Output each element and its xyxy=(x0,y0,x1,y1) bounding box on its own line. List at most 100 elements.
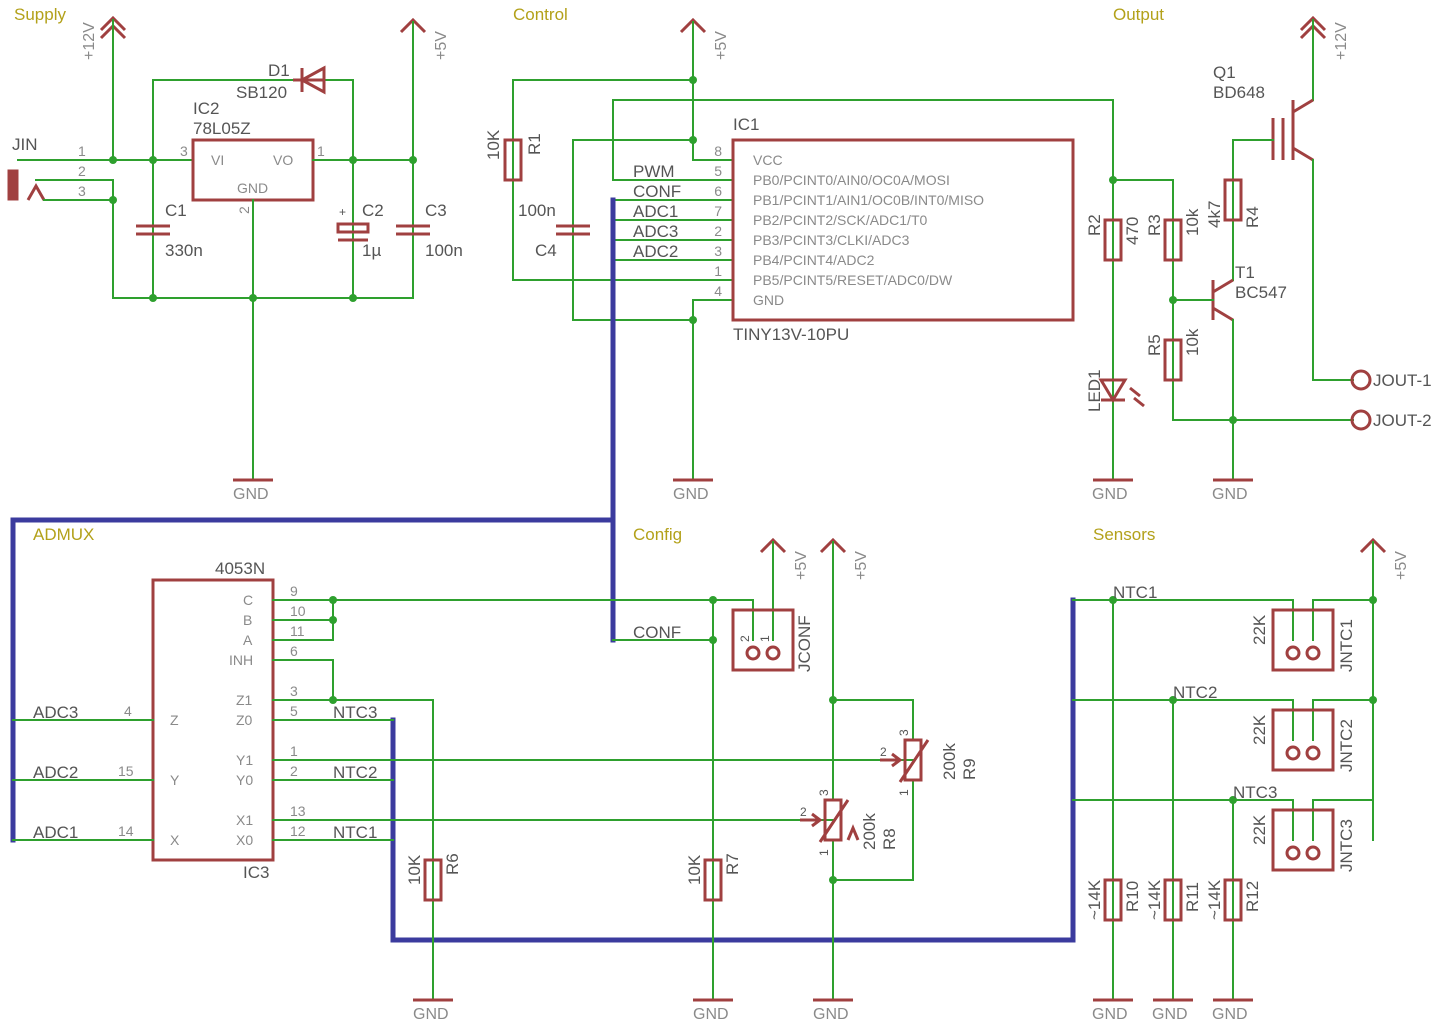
svg-text:9: 9 xyxy=(290,583,298,599)
diode-d1: D1 SB120 xyxy=(236,61,326,102)
svg-text:Y: Y xyxy=(170,772,180,788)
svg-text:5: 5 xyxy=(714,163,722,179)
svg-text:R1: R1 xyxy=(525,133,544,155)
adc-bus xyxy=(10,197,1076,943)
resistor-r10: ~14K R10 xyxy=(1085,878,1142,922)
svg-text:ADC1: ADC1 xyxy=(33,823,78,842)
svg-text:+12V: +12V xyxy=(1333,22,1350,60)
svg-text:10: 10 xyxy=(290,603,306,619)
svg-text:X: X xyxy=(170,832,180,848)
svg-text:Y1: Y1 xyxy=(236,752,253,768)
resistor-r11: ~14K R11 xyxy=(1145,878,1202,922)
svg-text:1: 1 xyxy=(78,143,86,159)
svg-text:LED1: LED1 xyxy=(1085,369,1104,412)
capacitor-c4: 100n C4 xyxy=(518,201,590,260)
net-adc3: ADC3 xyxy=(633,222,678,241)
resistor-r12: ~14K R12 xyxy=(1205,878,1262,922)
d1-ref: D1 xyxy=(268,61,290,80)
jin-connector: JIN 1 2 3 xyxy=(7,135,114,299)
svg-text:6: 6 xyxy=(290,643,298,659)
svg-text:~14K: ~14K xyxy=(1085,879,1104,920)
resistor-r1: 10K R1 xyxy=(484,129,544,182)
svg-text:15: 15 xyxy=(118,763,134,779)
svg-text:GND: GND xyxy=(753,292,784,308)
svg-text:X0: X0 xyxy=(236,832,253,848)
net-pwm: PWM xyxy=(633,162,675,181)
section-sensors: Sensors xyxy=(1093,525,1155,544)
svg-text:1µ: 1µ xyxy=(362,241,381,260)
net-ntc3: NTC3 xyxy=(1233,783,1277,802)
svg-text:R9: R9 xyxy=(960,758,979,780)
svg-text:JCONF: JCONF xyxy=(795,615,814,672)
net-ntc2: NTC2 xyxy=(1173,683,1217,702)
section-control: Control xyxy=(513,5,568,24)
svg-text:14: 14 xyxy=(118,823,134,839)
svg-text:R10: R10 xyxy=(1123,881,1142,912)
resistor-r6: 10K R6 xyxy=(405,853,462,902)
svg-text:2: 2 xyxy=(78,163,86,179)
svg-text:13: 13 xyxy=(290,803,306,819)
svg-text:VO: VO xyxy=(273,152,293,168)
svg-text:GND: GND xyxy=(237,180,268,196)
svg-text:R11: R11 xyxy=(1183,882,1202,912)
svg-text:4k7: 4k7 xyxy=(1205,201,1224,228)
svg-text:3: 3 xyxy=(714,243,722,259)
svg-text:C: C xyxy=(243,592,253,608)
svg-text:470: 470 xyxy=(1123,217,1142,245)
ic2-value: 78L05Z xyxy=(193,119,251,138)
svg-text:PB5/PCINT5/RESET/ADC0/DW: PB5/PCINT5/RESET/ADC0/DW xyxy=(753,272,953,288)
svg-text:3: 3 xyxy=(180,143,188,159)
section-config: Config xyxy=(633,525,682,544)
resistor-r2: R2 470 xyxy=(1085,214,1142,262)
svg-text:INH: INH xyxy=(229,652,253,668)
svg-text:10k: 10k xyxy=(1183,328,1202,356)
svg-text:R5: R5 xyxy=(1145,334,1164,356)
svg-text:100n: 100n xyxy=(518,201,556,220)
svg-text:+5V: +5V xyxy=(713,31,730,60)
potentiometer-r9: 2 3 1 200k R9 xyxy=(880,729,979,796)
svg-text:~14K: ~14K xyxy=(1205,879,1224,920)
svg-text:+5V: +5V xyxy=(1393,551,1410,580)
svg-text:4: 4 xyxy=(124,703,132,719)
svg-text:2: 2 xyxy=(714,223,722,239)
svg-text:PB2/PCINT2/SCK/ADC1/T0: PB2/PCINT2/SCK/ADC1/T0 xyxy=(753,212,927,228)
net-ntc2-mux: NTC2 xyxy=(333,763,377,782)
svg-text:8: 8 xyxy=(714,143,722,159)
ic1-ref: IC1 xyxy=(733,115,759,134)
ic3-left-pins: Z Y X 4 15 14 ADC3 ADC2 ADC1 xyxy=(33,703,180,848)
svg-text:GND: GND xyxy=(413,1006,449,1023)
control-block: +5V 10K R1 100n C4 xyxy=(484,17,1114,503)
svg-text:JNTC2: JNTC2 xyxy=(1337,719,1356,772)
svg-text:R2: R2 xyxy=(1085,214,1104,236)
microcontroller-ic1: IC1 TINY13V-10PU 8 5 6 7 2 3 1 4 VCC PB0… xyxy=(714,115,1075,344)
svg-text:R6: R6 xyxy=(443,853,462,875)
svg-text:Z0: Z0 xyxy=(236,712,253,728)
svg-text:PB1/PCINT1/AIN1/OC0B/INT0/MISO: PB1/PCINT1/AIN1/OC0B/INT0/MISO xyxy=(753,192,984,208)
svg-text:PB4/PCINT4/ADC2: PB4/PCINT4/ADC2 xyxy=(753,252,875,268)
resistor-r7: 10K R7 xyxy=(685,853,742,902)
supply-block: +12V JIN 1 2 3 D1 SB120 xyxy=(7,15,463,503)
section-admux: ADMUX xyxy=(33,525,94,544)
net-ntc1: NTC1 xyxy=(1113,583,1157,602)
svg-text:6: 6 xyxy=(714,183,722,199)
net-ntc1-mux: NTC1 xyxy=(333,823,377,842)
svg-text:330n: 330n xyxy=(165,241,203,260)
svg-text:GND: GND xyxy=(1092,486,1128,503)
svg-text:1: 1 xyxy=(758,635,772,642)
svg-text:3: 3 xyxy=(817,789,831,796)
svg-text:R7: R7 xyxy=(723,853,742,875)
svg-text:GND: GND xyxy=(1092,1006,1128,1023)
led-led1: LED1 xyxy=(1085,369,1145,412)
gnd-label-supply: GND xyxy=(233,486,269,503)
svg-text:T1: T1 xyxy=(1235,263,1255,282)
svg-text:~14K: ~14K xyxy=(1145,879,1164,920)
svg-text:VCC: VCC xyxy=(753,152,783,168)
svg-text:B: B xyxy=(243,612,252,628)
svg-text:JOUT-2: JOUT-2 xyxy=(1373,411,1432,430)
svg-text:3: 3 xyxy=(290,683,298,699)
capacitor-c3: C3 100n xyxy=(396,201,463,260)
connector-jntc3: 22K JNTC3 xyxy=(1250,808,1356,872)
svg-text:5: 5 xyxy=(290,703,298,719)
svg-text:2: 2 xyxy=(236,206,252,214)
